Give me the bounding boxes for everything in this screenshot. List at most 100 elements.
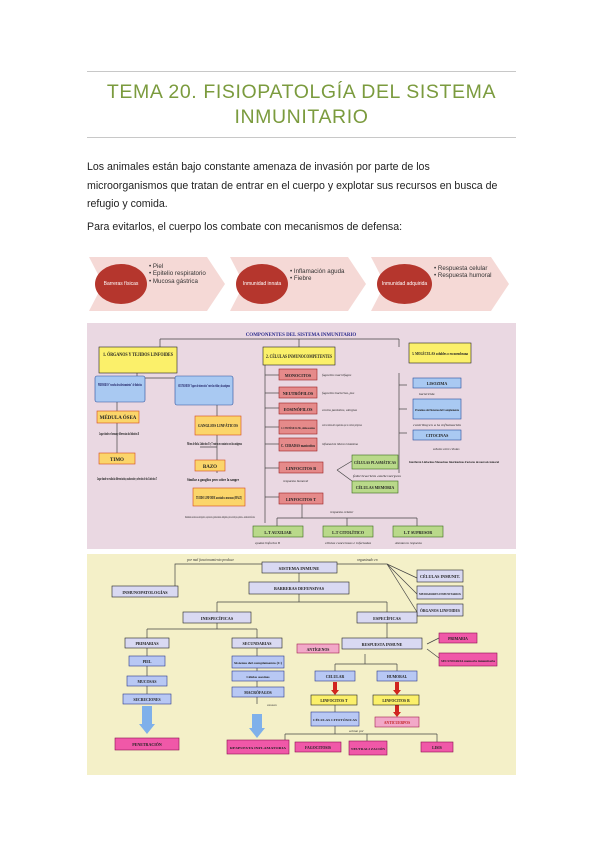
fig1-timo	[98, 452, 136, 465]
fig1-lisozima	[412, 377, 462, 389]
fig1-complemento	[412, 398, 462, 420]
fig1-citotoxicas	[278, 419, 318, 435]
fig1-plasmaticas	[351, 454, 399, 470]
fig2-asesinas-label: Células asesinas	[246, 675, 270, 679]
fig2-penetracion-label: PENETRACIÓN	[132, 742, 162, 747]
fig2-linfob	[372, 694, 420, 706]
fig2-piel	[128, 655, 166, 667]
fig2-macrofagos-label: MACRÓFAGOS	[244, 690, 272, 695]
fig2-citotoxicas	[310, 711, 360, 727]
fig2-anticuerpos-label: ANTICUERPOS	[384, 721, 410, 725]
fig2-lisis	[420, 741, 454, 753]
fig2-root-label: SISTEMA INMUNE	[279, 566, 320, 571]
node-barreras: Barreras físicas	[95, 264, 147, 304]
fig1-eosinofilos-note: contra parásitos, alergias	[322, 408, 358, 413]
fig2-primarias	[124, 637, 170, 649]
fig1-secundarios	[174, 375, 234, 406]
fig2-inmunopatologias-label: INMUNOPATOLOGÍAS	[122, 590, 168, 595]
fig2-especificas-label: ESPECÍFICAS	[373, 616, 401, 621]
fig2-inespecificas	[182, 611, 252, 624]
fig1-citolitico-label: L.T CITOLÍTICO	[332, 530, 364, 535]
fig2-mediadores-label: MEDIADORES INMUNITARIOS	[419, 592, 461, 596]
fig2-inflamatoria	[226, 739, 290, 755]
defense-paragraph: Para evitarlos, el cuerpo los combate co…	[87, 221, 403, 233]
fig1-moleculas	[408, 342, 472, 364]
fig1-ganglios-label: GANGLIOS LINFÁTICOS	[198, 423, 239, 428]
fig2-respuesta	[341, 637, 423, 650]
fig2-barreras-label: BARRERAS DEFENSIVAS	[274, 586, 325, 591]
fig1-cebadas-note: inflamación liberan histamina	[322, 442, 358, 446]
fig1-supresor-note: Atenúan la respuesta	[394, 541, 422, 545]
fig1-citocinas	[412, 429, 462, 441]
fig2-complemento	[231, 655, 285, 669]
fig1-lisozima-note: bactericida	[419, 392, 435, 396]
list-barreras: Piel Epitelio respiratorio Mucosa gástri…	[149, 263, 219, 285]
fig1-monocitos-label: MONOCITOS	[285, 373, 312, 378]
fig2-humoral	[376, 670, 418, 682]
fig2-linfot	[310, 694, 358, 706]
fig1-citocinas-label: CITOCINAS	[426, 433, 449, 438]
fig2-primaria-label: PRIMARIA	[448, 637, 468, 641]
fig2-complemento-label: Sistema del complemento (C)	[234, 661, 282, 665]
fig2-barreras	[248, 581, 350, 595]
fig1-supresor-label: L.T SUPRESOR	[404, 530, 433, 535]
fig2-secundaria-label: SECUNDARIA memoria inmunitaria	[441, 659, 495, 663]
fig2-celulas-label: CÉLULAS INMUNIT.	[420, 574, 460, 579]
fig1-timo-text: Lugar donde se realiza la diferenciación…	[97, 477, 157, 481]
fig1-neutrofilos	[278, 386, 318, 399]
figure-components: COMPONENTES DEL SISTEMA INMUNITARIO 1. Ó…	[87, 323, 516, 549]
page-title: TEMA 20. FISIOPATOLGÍA DEL SISTEMA INMUN…	[106, 81, 497, 128]
fig2-neutralizacion-label: NEUTRALI ZACIÓN	[351, 746, 386, 751]
fig2-fagocitosis-label: FAGOCITOSIS	[305, 746, 331, 750]
fig1-memoria	[351, 480, 399, 494]
fig2-mucosas-label: MUCOSAS	[138, 680, 157, 684]
fig1-linfot-note: respuesta celular	[330, 510, 354, 514]
fig2-inespecificas-label: INESPECÍFICAS	[201, 616, 234, 621]
fig1-medula	[96, 410, 140, 424]
fig2-secreciones	[122, 693, 172, 705]
figure-concept-map: por mal funcionamiento produce organizad…	[87, 554, 516, 775]
fig2-celular	[314, 670, 356, 682]
fig2-celular-label: CELULAR	[326, 675, 345, 679]
fig2-organos-label: ÓRGANOS LINFOIDES	[420, 608, 460, 613]
fig1-tejido	[192, 487, 246, 507]
fig1-medula-text: Lugar donde se forman y diferencian los …	[99, 432, 139, 436]
list-innata: Inflamación aguda Fiebre	[290, 268, 358, 283]
node-innata: Inmunidad innata	[236, 264, 288, 304]
fig1-eosinofilos	[278, 402, 318, 415]
fig2-antigenos-label: ANTÍGENOS	[307, 647, 330, 652]
fig1-ganglios	[194, 415, 242, 436]
fig1-supresor	[392, 525, 444, 538]
fig1-secundarios-label: SECUNDARIOS "lugares de interacción" ent…	[178, 384, 230, 388]
fig2-penetracion	[114, 737, 180, 751]
fig2-mucosas	[126, 675, 168, 687]
fig1-organos-label: 1. ÓRGANOS Y TEJIDOS LINFOIDES	[103, 350, 173, 358]
fig1-citocinas-list: Interferón Linfocinas Monocinas Interleu…	[409, 460, 499, 464]
fig2-linfot-label: LINFOCITOS T	[320, 699, 348, 703]
fig1-complemento-note: contribuyen a la inflamación	[413, 423, 462, 427]
fig1-plasmaticas-label: CÉLULAS PLASMÁTICAS	[354, 460, 396, 465]
fig2-actuan: actúan por	[349, 729, 364, 733]
fig2-neutralizacion	[348, 740, 388, 756]
fig1-bazo	[194, 459, 226, 472]
fig1-tejido-label: TEJIDO LINFOIDE asociado a mucosas (MALT…	[196, 496, 242, 500]
fig1-celulas	[262, 346, 336, 366]
fig1-auxiliar-note: ayudan linfocitos B	[255, 541, 280, 545]
fig1-moleculas-label: 3. MOLÉCULAS solubles o en membrana	[412, 351, 468, 356]
fig1-memoria-label: CÉLULAS MEMORIA	[356, 485, 395, 490]
fig2-inmunopatologias	[111, 585, 179, 598]
fig2-linfob-label: LINFOCITOS B	[382, 699, 410, 703]
intro-paragraph: Los animales están bajo constante amenaz…	[87, 161, 498, 210]
fig2-organos	[416, 603, 464, 617]
fig1-tejido-text: Diseminado en mucosas de digestivo, resp…	[185, 515, 255, 520]
fig2-humoral-label: HUMORAL	[387, 675, 408, 679]
fig1-linfob-label: LINFOCITOS B	[286, 466, 316, 471]
fig1-citocinas-note: señales entre células	[433, 447, 460, 451]
fig1-complemento-label: Proteínas del Sistema del Complemento	[415, 408, 459, 412]
fig1-monocitos-note: fagocitos macrófagos	[322, 373, 352, 377]
fig2-secreciones-label: SECRECIONES	[133, 698, 160, 702]
fig1-celulas-label: 2. CÉLULAS INMUNOCOMPETENTES	[266, 354, 332, 360]
fig2-note-left: por mal funcionamiento produce	[186, 558, 234, 562]
fig1-citotoxicas-note: contra células del organismo que se vuel…	[322, 423, 362, 427]
fig1-citolitico-note: células cancerosas e infectadas	[325, 541, 372, 545]
